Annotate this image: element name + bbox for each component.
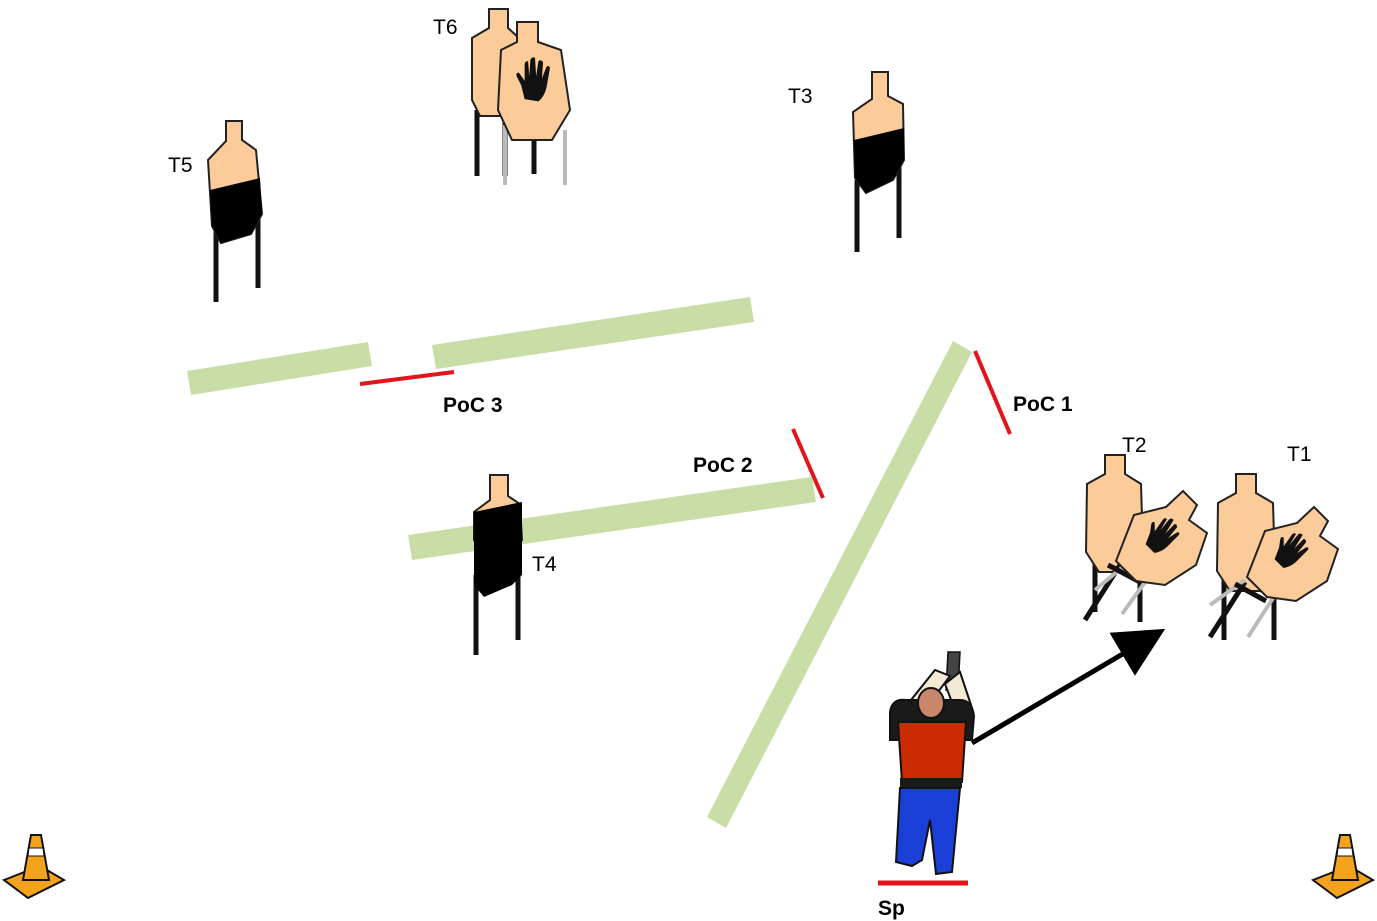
wall-left-upper <box>187 342 372 395</box>
wall-center-upper <box>432 297 754 369</box>
fault-line-poc3 <box>359 370 455 386</box>
direction-arrow-icon <box>970 628 1166 746</box>
fault-line-poc1 <box>973 350 1012 435</box>
wall-center-lower <box>408 477 816 560</box>
t2-no-shoot-target <box>1082 489 1209 622</box>
walls <box>187 297 972 828</box>
target-t3 <box>851 71 906 252</box>
label-t5: T5 <box>168 154 193 177</box>
target-t1 <box>1207 473 1340 640</box>
label-t4: T4 <box>532 553 557 576</box>
label-t1: T1 <box>1287 443 1312 466</box>
shooter-icon <box>889 651 976 876</box>
target-t5 <box>206 120 264 302</box>
label-poc3: PoC 3 <box>443 394 503 417</box>
label-t3: T3 <box>788 85 813 108</box>
target-t6 <box>471 8 572 185</box>
fault-lines <box>359 350 1012 886</box>
label-poc1: PoC 1 <box>1013 393 1073 416</box>
wall-diagonal <box>707 341 972 828</box>
traffic-cone-icon <box>1 834 67 900</box>
t6-no-shoot-target <box>496 21 572 185</box>
label-start-position: Sp <box>878 897 905 920</box>
label-t6: T6 <box>433 16 458 39</box>
fault-line-poc2 <box>791 428 825 499</box>
traffic-cone-icon <box>1310 834 1376 900</box>
label-t2: T2 <box>1122 434 1147 457</box>
target-t4 <box>473 474 524 655</box>
label-poc2: PoC 2 <box>693 454 753 477</box>
t1-no-shoot-target <box>1207 505 1340 639</box>
target-t2 <box>1082 454 1209 622</box>
